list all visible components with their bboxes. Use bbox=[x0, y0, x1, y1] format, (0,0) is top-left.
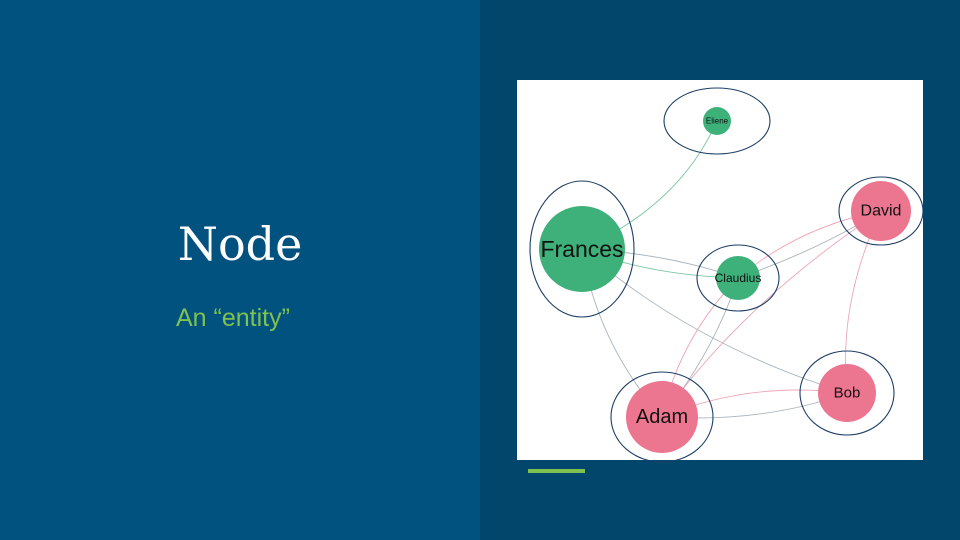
slide-title: Node bbox=[177, 217, 303, 271]
node-ring-claudius bbox=[696, 244, 780, 312]
node-circle-claudius bbox=[716, 256, 760, 300]
left-panel bbox=[0, 0, 480, 540]
node-label-eliene: Eliene bbox=[706, 117, 729, 126]
node-adam: Adam bbox=[626, 381, 698, 453]
node-ring-david bbox=[838, 176, 924, 246]
slide-subtitle: An “entity” bbox=[176, 304, 290, 332]
node-ring-adam bbox=[610, 371, 714, 463]
accent-bar bbox=[528, 469, 585, 473]
node-rings-layer bbox=[529, 87, 924, 463]
node-ring-frances bbox=[529, 180, 635, 318]
node-eliene: Eliene bbox=[703, 107, 731, 135]
node-ring-bob bbox=[799, 350, 895, 436]
edge-david-adam bbox=[661, 210, 882, 418]
node-label-frances: Frances bbox=[540, 236, 623, 262]
node-circle-eliene bbox=[703, 107, 731, 135]
node-circle-frances bbox=[539, 206, 625, 292]
node-circle-adam bbox=[626, 381, 698, 453]
node-label-david: David bbox=[861, 203, 902, 220]
node-label-bob: Bob bbox=[834, 385, 861, 402]
node-ring-eliene bbox=[663, 87, 771, 155]
node-david: David bbox=[851, 181, 911, 241]
node-label-claudius: Claudius bbox=[715, 271, 762, 285]
node-circle-bob bbox=[818, 364, 876, 422]
node-claudius: Claudius bbox=[715, 256, 762, 300]
node-circle-david bbox=[851, 181, 911, 241]
node-frances: Frances bbox=[539, 206, 625, 292]
node-label-adam: Adam bbox=[636, 406, 688, 428]
node-bob: Bob bbox=[818, 364, 876, 422]
